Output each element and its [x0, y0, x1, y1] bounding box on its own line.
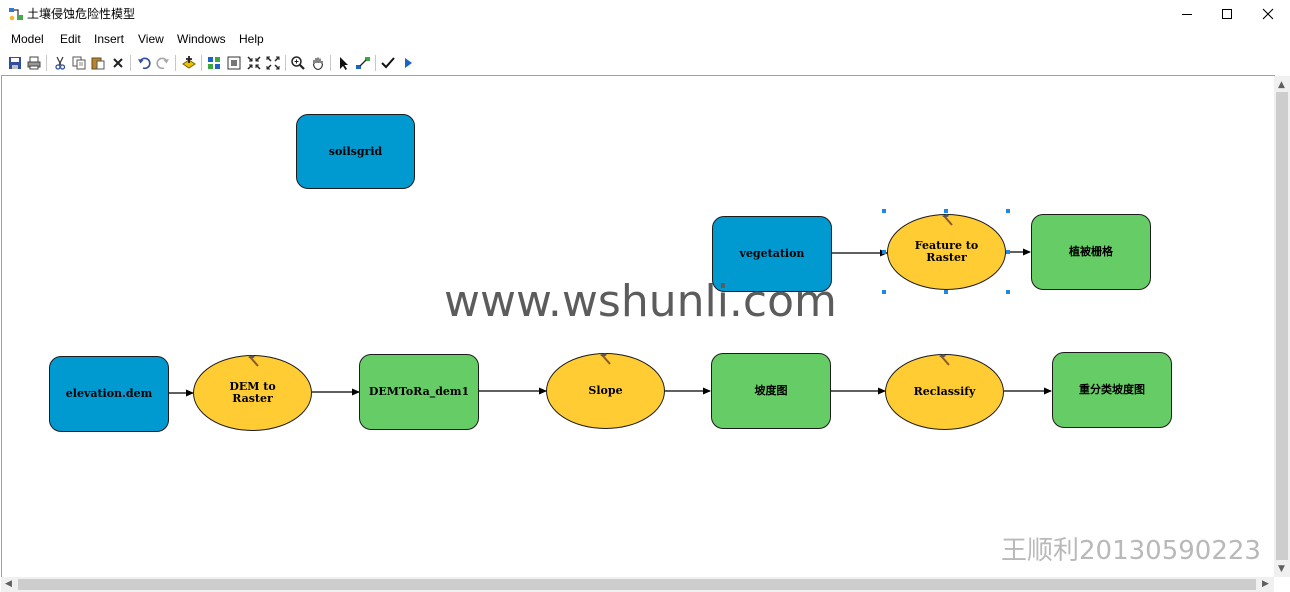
node-label: 植被栅格: [1069, 245, 1113, 258]
close-button[interactable]: [1248, 0, 1288, 28]
paste-icon[interactable]: [90, 55, 106, 71]
selection-handle[interactable]: [1006, 250, 1010, 254]
run-icon[interactable]: [400, 55, 416, 71]
toolbar-separator: [201, 55, 202, 71]
node-label: elevation.dem: [65, 387, 153, 400]
menu-view[interactable]: View: [138, 32, 164, 46]
model-canvas[interactable]: [1, 75, 1275, 577]
selection-handle[interactable]: [882, 209, 886, 213]
data-node-reclass-slope[interactable]: 重分类坡度图: [1052, 352, 1172, 428]
data-node-vegetation[interactable]: vegetation: [712, 216, 832, 292]
node-label: vegetation: [739, 247, 805, 260]
selection-handle[interactable]: [1006, 290, 1010, 294]
menu-model[interactable]: Model: [11, 32, 44, 46]
node-label: Slope: [588, 384, 623, 397]
selection-handle[interactable]: [944, 290, 948, 294]
toolbar-separator: [175, 55, 176, 71]
toolbar-separator: [330, 55, 331, 71]
menu-bar: Model Edit Insert View Windows Help: [0, 29, 1290, 51]
zoom-in-icon[interactable]: [290, 55, 306, 71]
cut-icon[interactable]: [52, 55, 68, 71]
select-icon[interactable]: [336, 55, 352, 71]
hammer-icon: [942, 214, 953, 226]
minimize-icon: [1182, 14, 1192, 15]
toolbar-separator: [375, 55, 376, 71]
save-icon[interactable]: [7, 55, 23, 71]
selection-handle[interactable]: [944, 209, 948, 213]
delete-icon[interactable]: [110, 55, 126, 71]
node-label: 坡度图: [754, 384, 788, 397]
scroll-up-icon[interactable]: ▲: [1278, 80, 1285, 90]
scroll-right-icon[interactable]: ▶: [1262, 579, 1269, 589]
maximize-icon: [1222, 9, 1232, 19]
validate-icon[interactable]: [380, 55, 396, 71]
scroll-left-icon[interactable]: ◀: [5, 579, 12, 589]
fixed-zoom-out-icon[interactable]: [265, 55, 281, 71]
full-extent-icon[interactable]: [226, 55, 242, 71]
horizontal-scroll-thumb[interactable]: [18, 579, 1256, 590]
tool-node-reclassify[interactable]: Reclassify: [885, 354, 1004, 430]
tool-node-slope[interactable]: Slope: [546, 353, 665, 429]
window-title: 土壤侵蚀危险性模型: [27, 7, 136, 21]
toolbar: [0, 51, 1290, 75]
pan-icon[interactable]: [310, 55, 326, 71]
node-label: 重分类坡度图: [1079, 383, 1145, 396]
model-app-icon: [8, 6, 24, 22]
selection-handle[interactable]: [882, 290, 886, 294]
fixed-zoom-in-icon[interactable]: [246, 55, 262, 71]
toolbar-separator: [46, 55, 47, 71]
copy-icon[interactable]: [71, 55, 87, 71]
hammer-icon: [939, 354, 950, 366]
menu-insert[interactable]: Insert: [94, 32, 125, 46]
add-data-icon[interactable]: [181, 55, 197, 71]
menu-windows[interactable]: Windows: [177, 32, 226, 46]
toolbar-separator: [285, 55, 286, 71]
selection-handle[interactable]: [882, 250, 886, 254]
print-icon[interactable]: [26, 55, 42, 71]
menu-edit[interactable]: Edit: [60, 32, 81, 46]
data-node-dem-out[interactable]: DEMToRa_dem1: [359, 354, 479, 430]
data-node-soilsgrid[interactable]: soilsgrid: [296, 114, 415, 189]
hammer-icon: [248, 355, 259, 367]
signature-text: 王顺利20130590223: [1001, 536, 1261, 566]
undo-icon[interactable]: [136, 55, 152, 71]
selection-handle[interactable]: [1006, 209, 1010, 213]
title-bar: 土壤侵蚀危险性模型: [0, 0, 1290, 28]
node-label: DEMToRa_dem1: [368, 385, 470, 398]
auto-layout-icon[interactable]: [206, 55, 222, 71]
node-label: soilsgrid: [328, 144, 383, 158]
redo-icon[interactable]: [155, 55, 171, 71]
scroll-down-icon[interactable]: ▼: [1278, 564, 1285, 574]
vertical-scroll-thumb[interactable]: [1276, 92, 1288, 560]
connect-icon[interactable]: [355, 55, 371, 71]
data-node-slope-map[interactable]: 坡度图: [711, 353, 831, 429]
watermark-text: www.wshunli.com: [444, 276, 837, 327]
node-label: Reclassify: [913, 385, 976, 398]
data-node-elevation[interactable]: elevation.dem: [49, 356, 169, 432]
minimize-button[interactable]: [1167, 0, 1207, 28]
hammer-icon: [600, 353, 611, 365]
menu-help[interactable]: Help: [239, 32, 264, 46]
maximize-button[interactable]: [1207, 0, 1247, 28]
toolbar-separator: [130, 55, 131, 71]
close-icon: [1262, 8, 1274, 20]
data-node-veg-grid[interactable]: 植被栅格: [1031, 214, 1151, 290]
